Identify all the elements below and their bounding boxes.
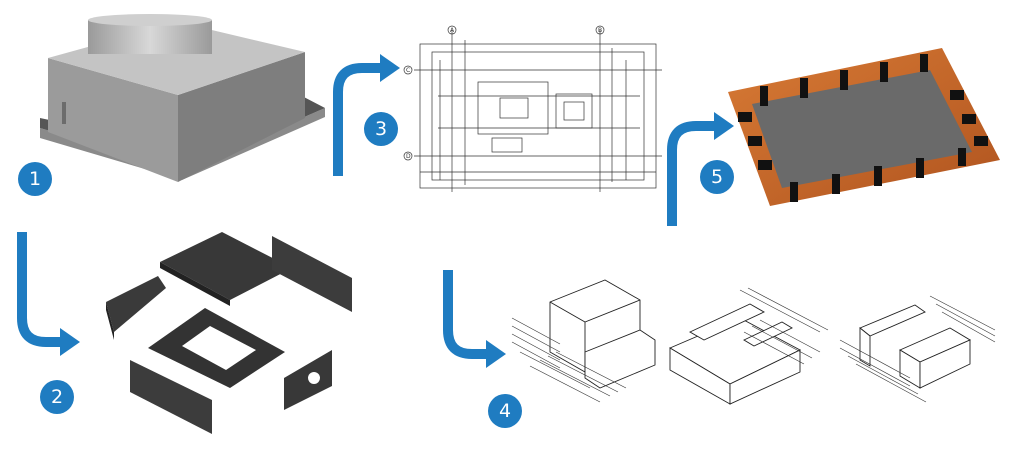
step-badge-1: 1 bbox=[18, 162, 52, 196]
step-badge-5: 5 bbox=[700, 160, 734, 194]
arrow-2-to-3 bbox=[333, 63, 382, 176]
drawing-markers: A B C D bbox=[403, 25, 605, 161]
wood-formwork-frame bbox=[728, 48, 1000, 206]
arrow-3-to-4 bbox=[443, 270, 488, 359]
step-badge-3: 3 bbox=[364, 112, 398, 146]
technical-drawing bbox=[414, 30, 662, 192]
marker-a: A bbox=[450, 27, 455, 34]
step-badge-4: 4 bbox=[488, 394, 522, 428]
rebar-cage-3 bbox=[839, 295, 996, 403]
rebar-cage-1 bbox=[511, 279, 656, 403]
arrow-4-to-5 bbox=[667, 121, 716, 226]
step-badge-2: 2 bbox=[40, 380, 74, 414]
rebar-cage-2 bbox=[669, 287, 829, 405]
arrow-1-to-2 bbox=[17, 232, 62, 347]
marker-d: D bbox=[406, 153, 411, 160]
concrete-foundation-model bbox=[40, 14, 325, 182]
step-number: 1 bbox=[28, 168, 42, 190]
formwork-pieces bbox=[106, 232, 352, 434]
step-number: 4 bbox=[498, 400, 512, 422]
marker-c: C bbox=[406, 67, 410, 74]
step-number: 3 bbox=[374, 118, 388, 140]
marker-b: B bbox=[598, 27, 602, 34]
step-number: 2 bbox=[50, 386, 64, 408]
arrow-heads bbox=[60, 54, 734, 368]
step-number: 5 bbox=[710, 166, 724, 188]
process-arrows bbox=[17, 63, 716, 359]
